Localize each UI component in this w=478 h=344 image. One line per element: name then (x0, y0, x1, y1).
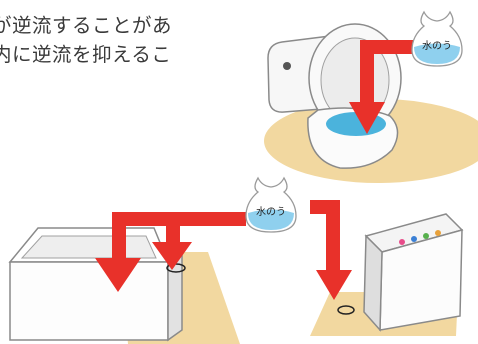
water-bag-top-label: 水のう (422, 40, 452, 52)
laundry-scene (310, 213, 464, 336)
water-bag-middle-label: 水のう (256, 206, 286, 218)
washer-arrow (310, 200, 352, 300)
bathtub-arrow-right (152, 212, 192, 270)
washing-machine-icon (363, 213, 464, 332)
water-bag-middle: 水のう (245, 176, 297, 233)
laundry-drain (337, 305, 355, 315)
explanation-text-line-1: が逆流することがあ (0, 14, 173, 37)
toilet-backflow-arrow (349, 40, 418, 134)
bathtub-arrow-left (95, 212, 246, 292)
explanation-text-line-2: 内に逆流を抑えるこ (0, 43, 172, 66)
water-bag-top: 水のう (411, 10, 463, 67)
bathtub-icon (8, 227, 183, 342)
arrows (95, 40, 418, 300)
bathtub-scene (8, 227, 240, 344)
